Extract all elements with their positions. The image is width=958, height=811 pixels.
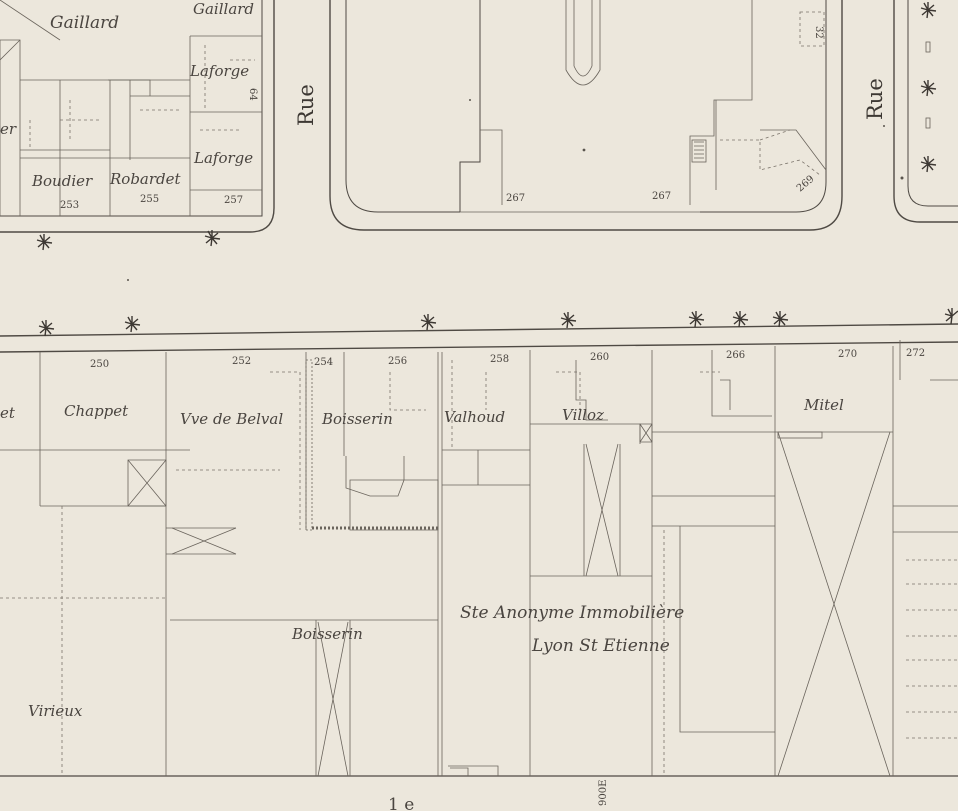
margin-note: 900E [598, 780, 609, 806]
owner-label: Valhoud [444, 408, 505, 426]
parcel-number: 260 [590, 352, 609, 363]
owner-label: Ste Anonyme Immobilière [460, 603, 684, 623]
parcel-number: 256 [388, 356, 407, 367]
parcel-number: 266 [726, 350, 745, 361]
parcel-number: 64 [247, 88, 258, 101]
parcel-number: 32 [813, 26, 824, 39]
parcel-number: 267 [506, 193, 525, 204]
owner-label: Mitel [803, 396, 844, 414]
parcel-number: 253 [60, 200, 79, 211]
left-block-inner [0, 0, 263, 217]
parcel-number: 270 [838, 349, 857, 360]
street-name-left: Rue [294, 84, 318, 126]
owner-label: Boudier [31, 172, 93, 190]
street-name-right: Rue [863, 78, 887, 120]
owner-label: Villoz [562, 406, 604, 424]
margin-mark: 1 e [388, 795, 414, 811]
center-block-outline [329, 0, 843, 231]
parcel-number: 254 [314, 357, 333, 368]
parcel-number: 269 [795, 174, 817, 195]
street-edge-bottom [0, 341, 958, 353]
parcel-number: 250 [90, 359, 109, 370]
owner-label: Boisserin [291, 625, 363, 643]
parcel-number: 267 [652, 191, 671, 202]
owner-label: Lyon St Etienne [531, 636, 670, 656]
owner-label: Gaillard [50, 13, 119, 33]
parcel-number: 258 [490, 354, 509, 365]
parcel-number: 257 [224, 195, 243, 206]
owner-label: Boisserin [321, 410, 393, 428]
owner-label: Laforge [193, 149, 253, 167]
owner-label: Vve de Belval [180, 410, 283, 428]
owner-label: Laforge [189, 62, 249, 80]
parcel-number: 255 [140, 194, 159, 205]
street-edge-top [0, 323, 958, 337]
owner-label: Robardet [109, 170, 182, 188]
owner-label: Gaillard [193, 0, 254, 18]
owner-label: Chappet [64, 402, 129, 420]
left-block-outline [0, 0, 275, 233]
parcel-number: 252 [232, 356, 251, 367]
parcel-number: 272 [906, 348, 925, 359]
owner-label: et [0, 404, 16, 422]
owner-label: er [0, 120, 17, 138]
owner-label: Virieux [28, 702, 83, 720]
tree-markers [36, 2, 958, 337]
